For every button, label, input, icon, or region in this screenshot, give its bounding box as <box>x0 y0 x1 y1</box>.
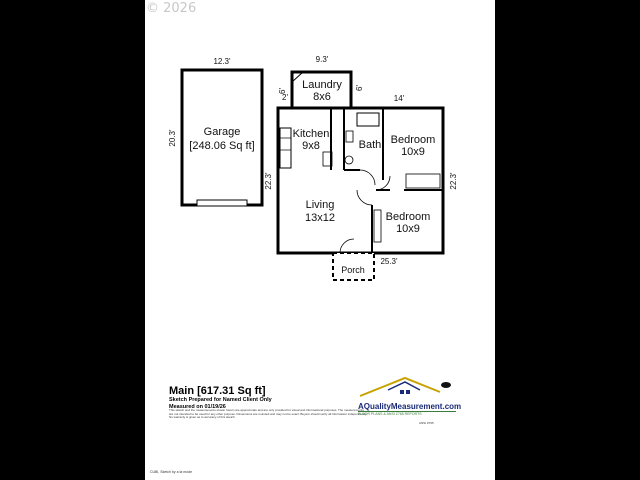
dim-house-right: 22.3' <box>449 172 458 190</box>
sink <box>344 155 354 165</box>
logo-name: AQualityMeasurement.com <box>358 402 462 411</box>
closet-bedroom1 <box>405 173 441 189</box>
bedroom1-name: Bedroom <box>391 134 436 146</box>
bath-name: Bath <box>359 139 382 151</box>
garage-door <box>196 199 248 207</box>
living-size: 13x12 <box>305 212 335 224</box>
bathtub <box>356 112 380 127</box>
garage-area: [248.06 Sq ft] <box>189 140 254 152</box>
copyright-watermark: © 2026 <box>146 1 197 16</box>
porch-name: Porch <box>341 265 365 275</box>
dim-house-bottom: 25.3' <box>380 257 398 266</box>
garage-name: Garage <box>204 126 241 138</box>
bedroom2-name: Bedroom <box>386 211 431 223</box>
kitchen-name: Kitchen <box>293 128 330 140</box>
main-area-title: Main [617.31 Sq ft] <box>169 385 266 397</box>
closet-bedroom2 <box>373 209 382 243</box>
dim-laundry-right: 6' <box>355 85 364 91</box>
measured-date-line: Measured on 01/19/26 <box>169 403 226 410</box>
dim-garage-height: 20.3' <box>168 129 177 147</box>
dim-laundry-left-top: 6' <box>278 88 287 94</box>
laundry-wall <box>290 70 353 108</box>
bedroom1-size: 10x9 <box>401 146 425 158</box>
dim-house-left: 22.3' <box>264 172 273 190</box>
living-name: Living <box>306 199 335 211</box>
porch-outline <box>332 252 375 281</box>
dim-laundry-width: 9.3' <box>316 55 329 64</box>
laundry-name: Laundry <box>302 79 342 91</box>
sketch-client-line: Sketch Prepared for Named Client Only <box>169 397 272 403</box>
software-note: CUBI, Sketch by a la mode <box>150 470 193 474</box>
house-wall <box>276 106 445 255</box>
dim-house-top-right: 14' <box>394 94 405 103</box>
laundry-size: 8x6 <box>313 91 331 103</box>
disclaimer-text: This sketch and the measurements shown h… <box>169 408 368 420</box>
logo-tagline: FLOOR PLANS & ANSI Z765 REPORTS <box>358 412 422 416</box>
kitchen-counter <box>279 127 292 169</box>
sketch-info: Sketch Prepared for Named Client Only Me… <box>169 397 272 410</box>
bedroom2-size: 10x9 <box>396 223 420 235</box>
logo-graphic <box>358 376 456 412</box>
toilet <box>345 130 354 143</box>
logo-sub: ANSI Z765 <box>419 421 434 425</box>
dim-laundry-left-bottom: 2' <box>282 93 288 102</box>
garage-wall <box>180 68 264 207</box>
dim-garage-width: 12.3' <box>213 57 231 66</box>
kitchen-size: 9x8 <box>302 140 320 152</box>
